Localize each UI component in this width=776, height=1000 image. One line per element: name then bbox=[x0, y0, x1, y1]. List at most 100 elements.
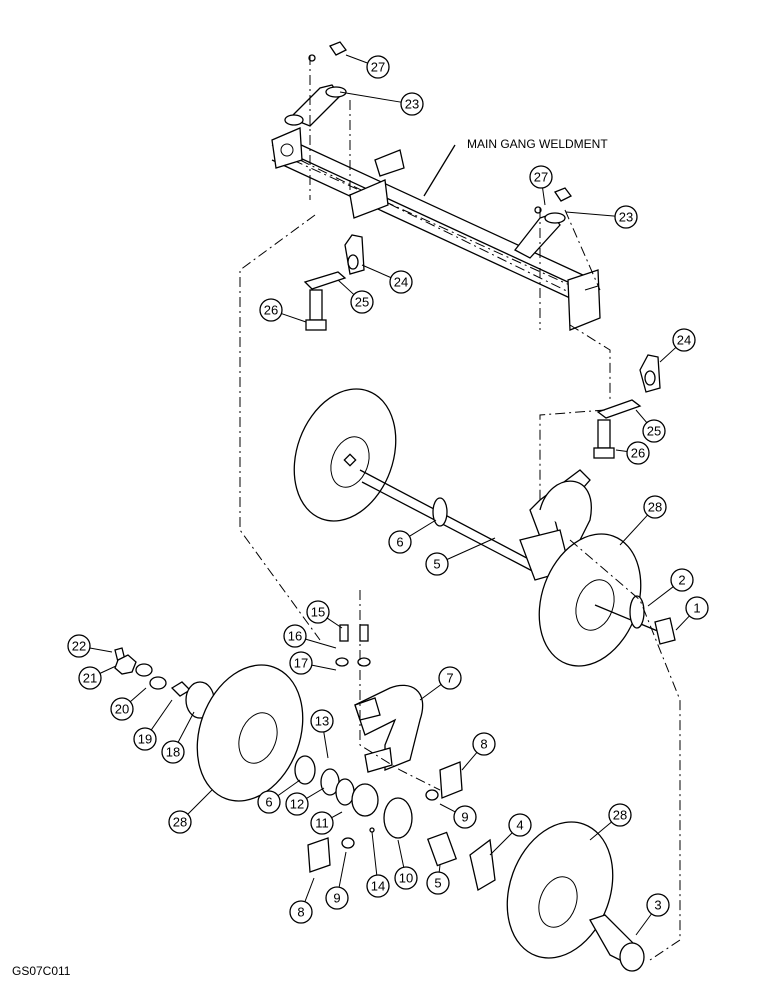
balloon-number: 28 bbox=[648, 500, 662, 515]
drawing-id: GS07C011 bbox=[12, 964, 71, 978]
balloon-circle bbox=[453, 805, 477, 829]
balloon-number: 22 bbox=[72, 639, 86, 654]
balloon-circle bbox=[425, 552, 449, 576]
leader-line bbox=[306, 787, 325, 799]
callout-balloon-3: 3 bbox=[635, 893, 670, 936]
callout-balloon-16: 16 bbox=[283, 624, 337, 649]
callout-balloon-17: 17 bbox=[289, 651, 337, 675]
balloon-number: 18 bbox=[166, 745, 180, 760]
callout-balloon-5: 5 bbox=[425, 537, 496, 576]
callout-balloon-27: 27 bbox=[345, 54, 390, 79]
callout-balloon-28: 28 bbox=[589, 803, 632, 841]
leader-line bbox=[99, 665, 117, 674]
upper-disc-assembly bbox=[293, 388, 676, 667]
balloon-number: 9 bbox=[333, 891, 340, 906]
balloon-number: 4 bbox=[516, 818, 523, 833]
balloon-number: 25 bbox=[647, 424, 661, 439]
balloon-circle bbox=[389, 270, 413, 294]
balloon-circle bbox=[306, 600, 330, 624]
callout-balloon-18: 18 bbox=[161, 711, 195, 764]
balloon-circle bbox=[529, 165, 553, 189]
leader-line bbox=[277, 779, 301, 797]
leader-line bbox=[619, 514, 648, 546]
callout-balloon-19: 19 bbox=[133, 699, 173, 751]
leader-line bbox=[129, 687, 147, 703]
callout-balloon-26: 26 bbox=[615, 441, 650, 465]
balloon-circle bbox=[472, 732, 496, 756]
balloon-number: 3 bbox=[654, 898, 661, 913]
callout-balloon-2: 2 bbox=[647, 568, 694, 607]
balloon-number: 2 bbox=[678, 573, 685, 588]
balloon-circle bbox=[325, 886, 349, 910]
balloon-circle bbox=[438, 666, 462, 690]
leader-line bbox=[311, 664, 337, 671]
balloon-circle bbox=[310, 709, 334, 733]
leader-line bbox=[659, 347, 677, 363]
balloon-number: 12 bbox=[290, 797, 304, 812]
balloon-circle bbox=[643, 495, 667, 519]
balloon-circle bbox=[161, 740, 185, 764]
balloon-number: 15 bbox=[311, 605, 325, 620]
main-gang-weldment bbox=[271, 127, 601, 331]
callout-balloon-8: 8 bbox=[289, 877, 315, 924]
leader-line bbox=[489, 832, 513, 856]
leader-line bbox=[675, 615, 690, 631]
leader-line bbox=[89, 647, 113, 653]
balloon-circle bbox=[670, 568, 694, 592]
callout-balloon-15: 15 bbox=[306, 600, 343, 629]
balloon-number: 26 bbox=[264, 303, 278, 318]
leader-line bbox=[338, 851, 347, 888]
balloon-circle bbox=[426, 871, 450, 895]
callout-balloon-26: 26 bbox=[259, 298, 307, 323]
balloon-number: 8 bbox=[297, 905, 304, 920]
callout-balloon-12: 12 bbox=[285, 787, 325, 816]
balloon-circle bbox=[350, 290, 374, 314]
balloon-number: 24 bbox=[394, 275, 408, 290]
callout-balloon-10: 10 bbox=[394, 839, 418, 890]
callout-balloon-6: 6 bbox=[257, 779, 301, 814]
leader-line bbox=[438, 864, 441, 873]
callout-balloon-24: 24 bbox=[361, 264, 413, 294]
balloon-circle bbox=[685, 596, 709, 620]
leader-line bbox=[446, 537, 496, 560]
callout-balloon-8: 8 bbox=[461, 732, 496, 771]
callout-balloon-27: 27 bbox=[529, 165, 553, 206]
callout-balloon-1: 1 bbox=[675, 596, 709, 631]
leader-line bbox=[326, 617, 343, 629]
balloon-circle bbox=[78, 666, 102, 690]
leader-line bbox=[305, 638, 337, 649]
balloon-number: 11 bbox=[315, 816, 329, 831]
balloon-circle bbox=[259, 298, 283, 322]
leader-line bbox=[589, 821, 612, 841]
leader-line bbox=[565, 211, 616, 217]
lower-disc-assembly bbox=[114, 539, 681, 972]
balloon-circle bbox=[67, 634, 91, 658]
balloon-number: 28 bbox=[173, 815, 187, 830]
callout-balloon-25: 25 bbox=[337, 279, 374, 314]
balloon-number: 21 bbox=[83, 671, 97, 686]
callout-balloon-5: 5 bbox=[426, 864, 450, 895]
callout-balloon-14: 14 bbox=[366, 831, 390, 898]
leader-line bbox=[635, 409, 648, 423]
balloon-number: 13 bbox=[315, 714, 329, 729]
leader-line bbox=[371, 831, 378, 876]
callout-balloon-24: 24 bbox=[659, 328, 696, 363]
balloon-circle bbox=[285, 792, 309, 816]
leader-line bbox=[337, 279, 355, 295]
callout-balloon-20: 20 bbox=[110, 687, 147, 721]
balloon-number: 27 bbox=[534, 170, 548, 185]
balloon-circle bbox=[289, 900, 313, 924]
callout-balloon-9: 9 bbox=[439, 803, 477, 829]
balloon-number: 7 bbox=[446, 671, 453, 686]
balloon-circle bbox=[646, 893, 670, 917]
balloon-number: 8 bbox=[480, 737, 487, 752]
callout-balloon-23: 23 bbox=[565, 205, 638, 229]
balloon-number: 10 bbox=[399, 871, 413, 886]
mount-hardware-upper bbox=[239, 214, 661, 641]
leader-line bbox=[647, 586, 674, 607]
balloon-number: 16 bbox=[288, 629, 302, 644]
balloon-circle bbox=[310, 811, 334, 835]
balloon-circle bbox=[257, 790, 281, 814]
leader-line bbox=[439, 803, 456, 813]
